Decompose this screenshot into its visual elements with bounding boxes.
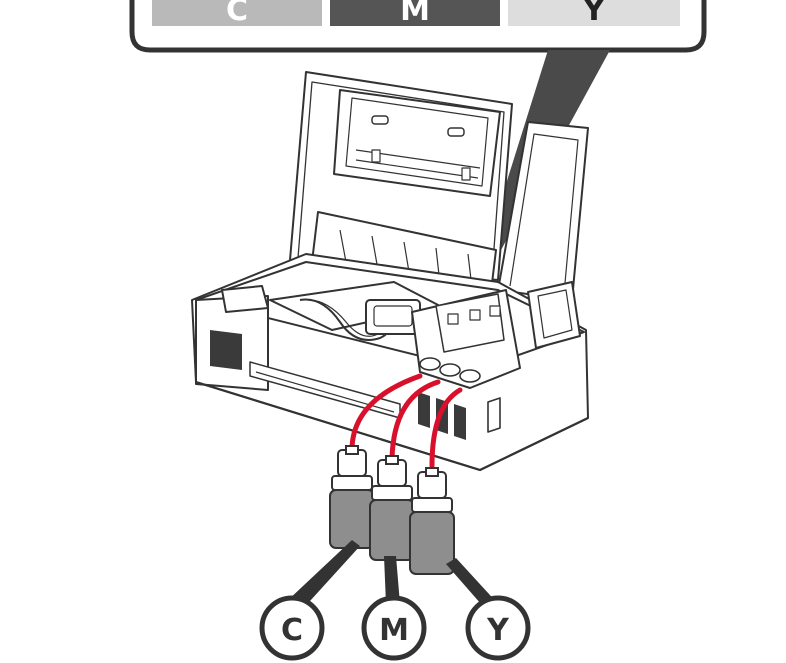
callout-c-label: C — [281, 613, 303, 648]
printer-open-icon — [192, 72, 588, 470]
bottle-m — [370, 456, 414, 560]
bottle-c — [330, 446, 374, 548]
callout-y-label: Y — [486, 613, 510, 648]
tab-y-label: Y — [582, 0, 606, 28]
bottle-y — [410, 468, 454, 574]
tank-label-panel: C M Y — [132, 0, 704, 50]
callout-m-label: M — [379, 613, 409, 648]
callout-m: M — [364, 598, 424, 658]
tab-m-label: M — [400, 0, 430, 28]
callout-c: C — [262, 598, 322, 658]
tab-c-label: C — [226, 0, 248, 28]
callout-y: Y — [468, 598, 528, 658]
